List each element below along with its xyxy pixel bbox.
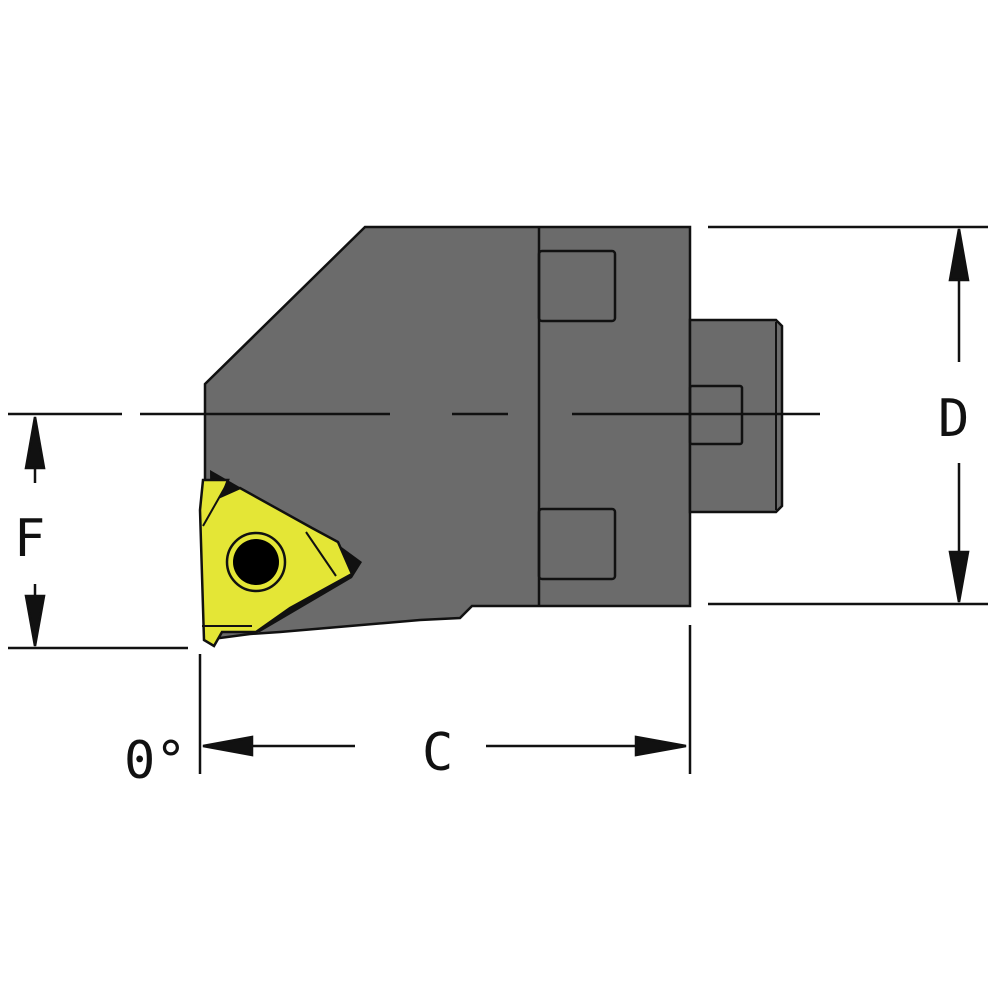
clamp-screw-icon <box>233 539 279 585</box>
triangular-insert <box>198 470 362 648</box>
dimension-label-f: F <box>14 509 45 569</box>
upper-clamp-pocket <box>537 249 617 323</box>
angle-label: 0° <box>124 731 187 791</box>
dimension-label-c: C <box>422 723 453 783</box>
screw-ring <box>225 531 287 593</box>
shank-stub <box>688 318 784 514</box>
lower-clamp-pocket <box>537 507 617 581</box>
dimension-lines <box>8 225 988 774</box>
dimension-label-d: D <box>938 389 969 449</box>
